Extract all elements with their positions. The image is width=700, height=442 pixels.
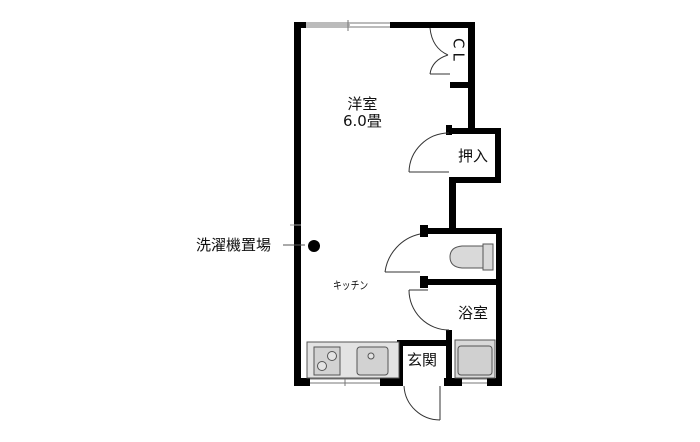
western-room-name: 洋室 [347, 95, 378, 113]
western-room-size: 6.0畳 [343, 111, 382, 130]
western-room-label: 洋室 6.0畳 [343, 96, 382, 129]
kitchen-label: キッチン [333, 279, 369, 292]
toilet-fixture [449, 243, 494, 271]
bathroom-label: 浴室 [458, 304, 489, 322]
bathtub-fixture [454, 339, 496, 379]
doors [384, 27, 450, 421]
kitchen-counter [306, 341, 400, 379]
washer-space-label: 洗濯機置場 [196, 236, 272, 254]
walls [294, 22, 502, 386]
washer-marker [308, 240, 320, 252]
top-window [306, 20, 390, 31]
entrance-label: 玄関 [407, 351, 438, 369]
oshiire-label: 押入 [458, 147, 489, 165]
closet-label: CL [449, 38, 468, 65]
